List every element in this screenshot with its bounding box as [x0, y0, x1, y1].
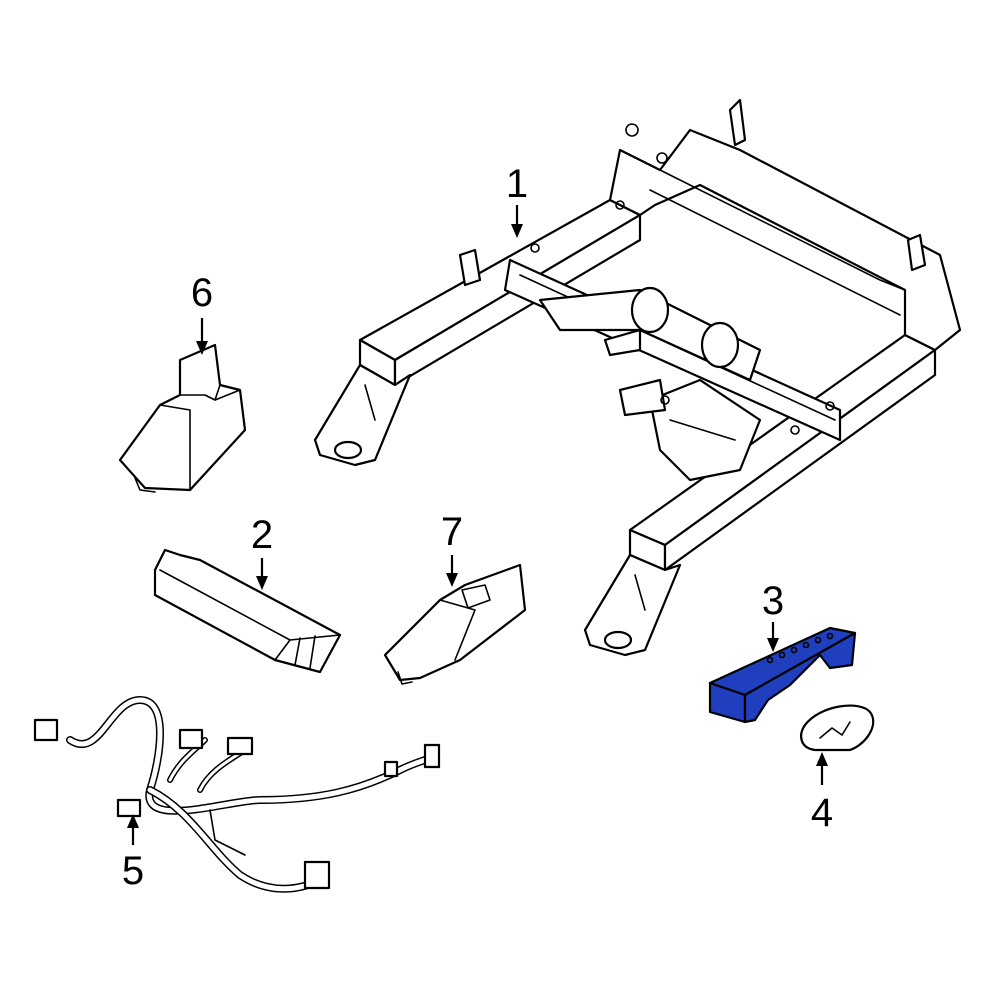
- callout-label-1: 1: [506, 162, 528, 206]
- front-cover-part[interactable]: [118, 343, 247, 493]
- callout-label-5: 5: [122, 849, 144, 893]
- callout-2: 2: [251, 513, 273, 590]
- callout-label-7: 7: [441, 510, 463, 554]
- callout-label-6: 6: [191, 271, 213, 315]
- callout-label-4: 4: [811, 791, 833, 835]
- track-bracket-part[interactable]: [708, 626, 857, 724]
- wiring-harness-part[interactable]: [33, 696, 441, 893]
- callout-label-3: 3: [762, 579, 784, 623]
- callout-4: 4: [811, 752, 833, 835]
- callout-5: 5: [122, 814, 144, 893]
- callout-6: 6: [191, 271, 213, 355]
- track-bracket-side: [743, 631, 857, 724]
- callout-1: 1: [506, 162, 528, 238]
- trim-cover-part[interactable]: [383, 563, 527, 685]
- seat-frame-part[interactable]: [313, 98, 962, 657]
- side-cover-part[interactable]: [153, 548, 342, 674]
- callout-7: 7: [441, 510, 463, 587]
- callout-3: 3: [762, 579, 784, 652]
- end-cap-part[interactable]: [800, 704, 875, 752]
- callout-label-2: 2: [251, 513, 273, 557]
